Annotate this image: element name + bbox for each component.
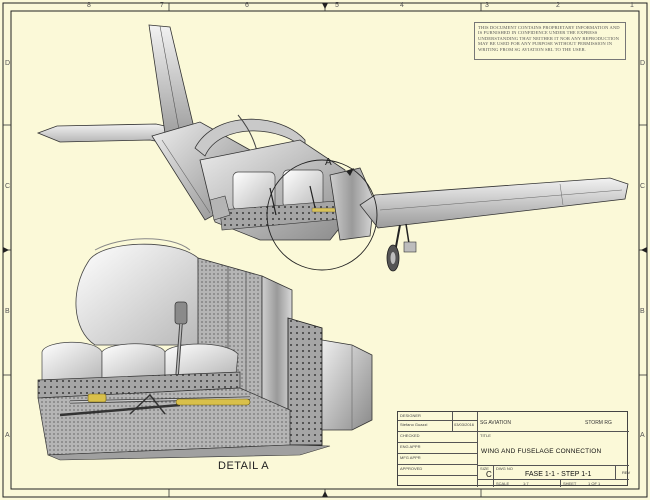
- title-block: DESIGNER Stefano Guazzi 03/03/2016 CHECK…: [397, 411, 631, 487]
- scale-value: 1:7: [523, 481, 529, 486]
- left-wing-stub: [209, 195, 231, 221]
- right-wing: [359, 177, 629, 229]
- mfg-appr-label: MFG APPR: [400, 455, 421, 460]
- sheet-value: 1 OF 1: [588, 481, 601, 486]
- lower-skin: [47, 444, 331, 461]
- sheet-label: SHEET: [563, 481, 577, 486]
- sheet-size: C: [486, 470, 492, 479]
- zone-col-1-top: 1: [630, 2, 634, 9]
- detail-callout-label: A: [325, 157, 332, 168]
- left-seat: [232, 171, 276, 211]
- scale-label: SCALE: [496, 481, 510, 486]
- zone-col-2-top: 2: [556, 2, 560, 9]
- zone-row-c-left: C: [5, 183, 11, 190]
- control-tubes: [59, 393, 251, 417]
- detail-a-callout-circle: [266, 159, 378, 271]
- designer-label: DESIGNER: [400, 413, 421, 418]
- rev-label: REV: [622, 470, 631, 475]
- zone-col-8-top: 8: [87, 2, 91, 9]
- zone-row-c-right: C: [640, 183, 646, 190]
- zone-row-a-left: A: [5, 432, 10, 439]
- seat-cushion-right: [164, 343, 239, 377]
- company-name: SG AVIATION: [480, 420, 511, 426]
- zone-col-6-top: 6: [245, 2, 249, 9]
- checked-label: CHECKED: [400, 433, 420, 438]
- design-date: 03/03/2016: [454, 422, 475, 427]
- approved-label: APPROVED: [400, 466, 423, 471]
- floor-structure: [37, 387, 291, 456]
- zone-arrows: [3, 3, 647, 497]
- zone-col-3-top: 3: [485, 2, 489, 9]
- zone-col-5-top: 5: [335, 2, 339, 9]
- detail-a-label: DETAIL A: [218, 460, 270, 472]
- seat-cushion-left: [41, 341, 103, 381]
- size-label: SIZE: [480, 466, 489, 471]
- aircraft-isometric-view: [36, 24, 629, 272]
- title-label: TITLE: [480, 433, 491, 438]
- zone-row-a-right: A: [640, 432, 645, 439]
- seat-cushion-center: [101, 343, 166, 379]
- zone-row-d-right: D: [640, 60, 646, 67]
- vertical-fin: [148, 24, 196, 141]
- drawing-number: FASE 1-1 - STEP 1-1: [525, 471, 592, 478]
- detail-a-view: [37, 238, 373, 461]
- dwg-no-label: DWG NO: [496, 466, 513, 471]
- designer-name: Stefano Guazzi: [400, 422, 428, 427]
- zone-row-d-left: D: [5, 60, 11, 67]
- main-bulkhead: [287, 317, 323, 446]
- zone-row-b-right: B: [640, 308, 645, 315]
- zone-col-7-top: 7: [160, 2, 164, 9]
- wing-fitting-block: [321, 339, 373, 431]
- drawing-title: WING AND FUSELAGE CONNECTION: [481, 448, 602, 455]
- zone-row-b-left: B: [5, 308, 10, 315]
- eng-appr-label: ENG APPR: [400, 444, 421, 449]
- project-name: STORM RG: [585, 420, 612, 426]
- zone-col-4-top: 4: [400, 2, 404, 9]
- proprietary-notice: THIS DOCUMENT CONTAINS PROPRIETARY INFOR…: [474, 22, 626, 60]
- nose-landing-gear: [386, 223, 417, 272]
